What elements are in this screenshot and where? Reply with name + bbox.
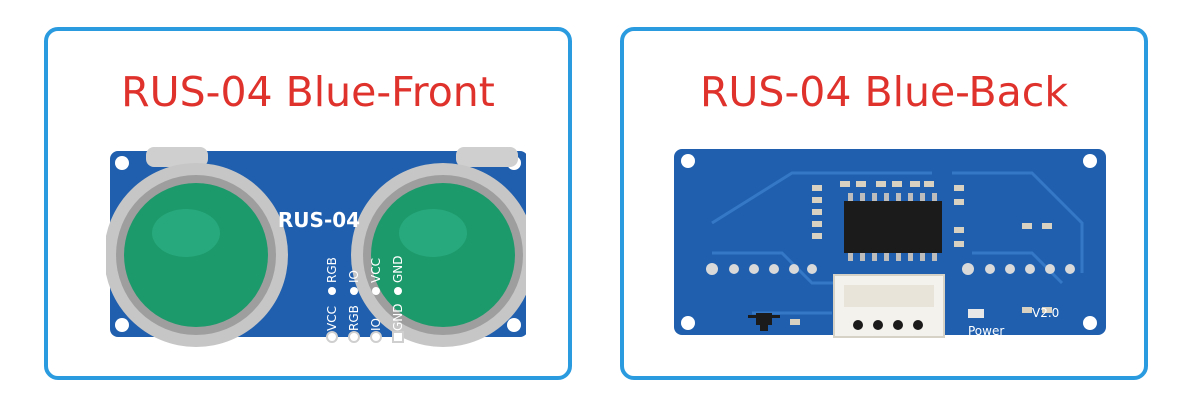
mount-hole: [507, 318, 521, 332]
board-front-image: RUS-04 RGB IO VCC GND VCC RGB IO GND: [106, 147, 526, 347]
left-pad-row: [706, 263, 817, 275]
board-back-image: Power V2.0: [674, 149, 1106, 338]
pin-label-io-lower: IO: [369, 318, 383, 331]
connector: [833, 274, 945, 338]
transducer-right: [351, 147, 526, 347]
power-label: Power: [968, 324, 1004, 338]
transducer-left: [106, 147, 288, 347]
model-label: RUS-04: [278, 208, 360, 232]
mount-hole: [1083, 154, 1097, 168]
mount-hole: [115, 156, 129, 170]
pin-label-gnd-upper: GND: [391, 255, 405, 283]
pin-label-rgb-upper: RGB: [325, 257, 339, 283]
power-led: [968, 309, 984, 318]
product-card-back: RUS-04 Blue-Back: [620, 27, 1148, 380]
product-card-front: RUS-04 Blue-Front RUS-04 RGB IO: [44, 27, 572, 380]
pin-pad: [348, 331, 360, 343]
pin-label-vcc-lower: VCC: [325, 306, 339, 331]
pin-pad: [394, 287, 402, 295]
mount-hole: [681, 154, 695, 168]
ic-chip: [844, 193, 942, 261]
card-title-back: RUS-04 Blue-Back: [699, 68, 1069, 116]
right-pad-row: [962, 263, 1075, 275]
pin-pad: [326, 331, 338, 343]
pin-pad: [350, 287, 358, 295]
pin-label-vcc-upper: VCC: [369, 258, 383, 283]
version-label: V2.0: [1032, 306, 1059, 320]
pin-pad: [328, 287, 336, 295]
card-title-front: RUS-04 Blue-Front: [121, 68, 495, 116]
transistor: [748, 313, 780, 331]
pin-pad: [372, 287, 380, 295]
pin-label-rgb-lower: RGB: [347, 305, 361, 331]
mount-hole: [1083, 316, 1097, 330]
pin-label-io-upper: IO: [347, 270, 361, 283]
mount-hole: [115, 318, 129, 332]
pin-label-gnd-lower: GND: [391, 303, 405, 331]
mount-hole: [681, 316, 695, 330]
pin-pad: [392, 331, 404, 343]
pin-pad: [370, 331, 382, 343]
